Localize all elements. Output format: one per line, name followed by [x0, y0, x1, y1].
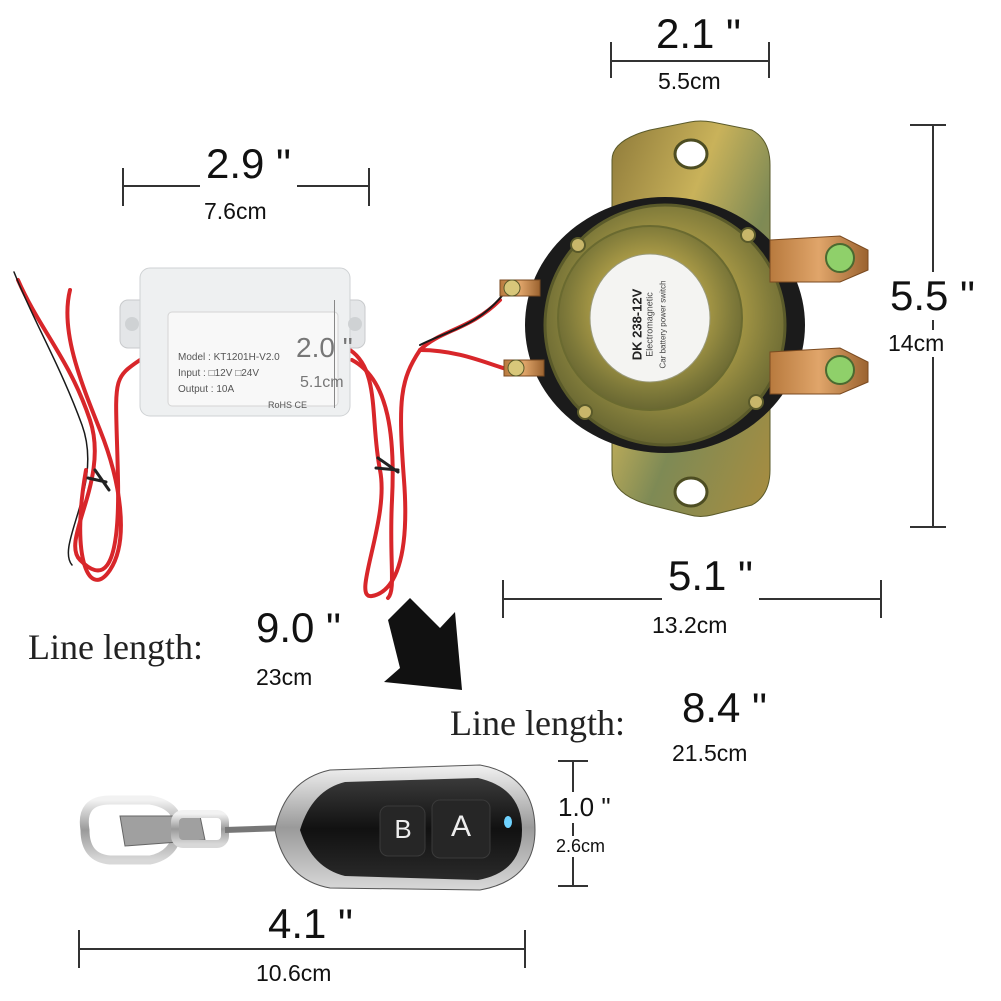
module-input-text: Input : □12V □24V: [178, 368, 260, 379]
solenoid-sub-text: Car battery power switch: [658, 280, 668, 369]
battery-solenoid: [499, 120, 869, 517]
module-model-text: Model : KT1201H-V2.0: [178, 352, 280, 363]
line-length-2-cm: 21.5cm: [672, 740, 748, 766]
module-output-text: Output : 10A: [178, 384, 235, 395]
dim-module-width-cm: 7.6cm: [204, 198, 267, 224]
solenoid-desc-text: Electromagnetic: [644, 292, 655, 357]
left-wire-harness: [13, 271, 142, 582]
dim-solenoid-height-cm: 14cm: [888, 330, 945, 357]
solenoid-label: DK 238-12V Electromagnetic Car battery p…: [629, 270, 670, 380]
right-wire-harness: [348, 291, 512, 600]
dim-line-solenoid-height: [932, 125, 934, 527]
dim-remote-width-cm: 10.6cm: [256, 960, 332, 986]
dim-solenoid-top-cm: 5.5cm: [658, 68, 721, 94]
dim-module-width-inch: 2.9 ": [200, 140, 297, 188]
dim-solenoid-height-inch: 5.5 ": [888, 272, 977, 320]
dim-solenoid-width-cm: 13.2cm: [652, 612, 728, 638]
dim-line-remote-width: [78, 948, 526, 950]
line-length-2-label: Line length:: [450, 703, 625, 743]
line-length-1-label: Line length:: [28, 627, 203, 667]
solenoid-model-text: DK 238-12V: [629, 288, 645, 361]
dim-solenoid-top-inch: 2.1 ": [652, 10, 745, 58]
remote-key-fob: [79, 764, 536, 891]
dim-line-module-height: [334, 300, 335, 408]
dim-line-remote-height: [572, 762, 574, 886]
dim-line-solenoid-top: [610, 60, 770, 62]
dim-module-height-cm: 5.1cm: [300, 374, 344, 391]
dim-remote-width-inch: 4.1 ": [262, 900, 359, 948]
remote-button-a: A: [450, 810, 471, 843]
dim-solenoid-width-inch: 5.1 ": [662, 552, 759, 600]
dim-module-height-inch: 2.0 ": [296, 332, 353, 363]
module-marks-text: RoHS CE: [268, 400, 308, 410]
line-length-1-inch: 9.0 ": [256, 604, 341, 651]
arrow-icon: [384, 598, 462, 690]
line-length-2-inch: 8.4 ": [682, 684, 767, 731]
remote-button-b: B: [394, 814, 412, 844]
dim-remote-height-inch: 1.0 ": [556, 792, 613, 823]
dim-remote-height-cm: 2.6cm: [556, 836, 606, 857]
line-length-1-cm: 23cm: [256, 664, 313, 690]
control-module: [119, 267, 366, 417]
